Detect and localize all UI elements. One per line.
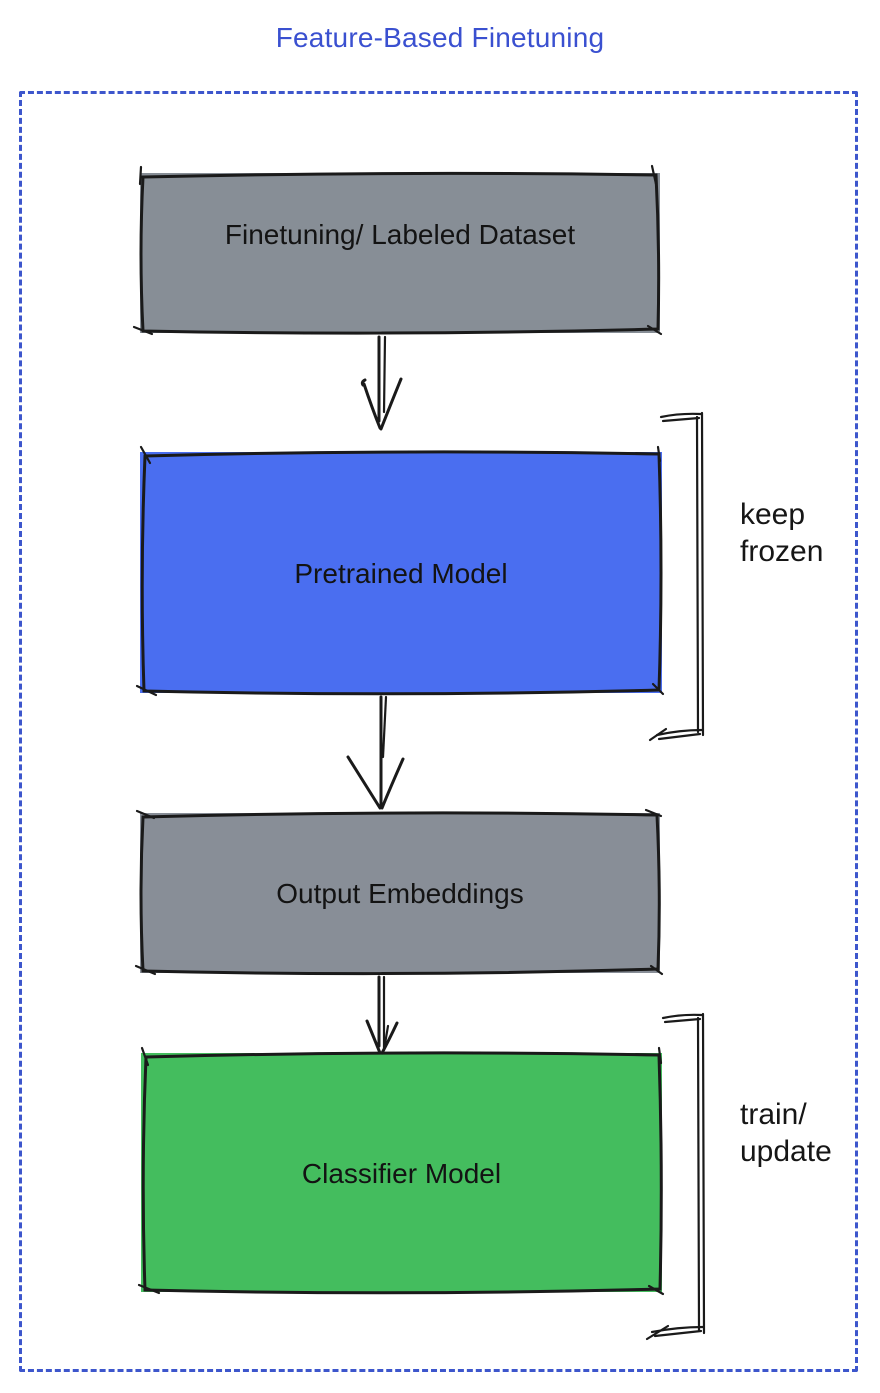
keep-frozen-line1: keep xyxy=(740,498,806,531)
node-output-embeddings-label: Output Embeddings xyxy=(276,878,524,909)
train-update-label: train/ update xyxy=(740,1096,832,1170)
node-classifier-model: Classifier Model xyxy=(141,1053,662,1292)
node-classifier-model-label: Classifier Model xyxy=(301,1157,502,1189)
diagram-title: Feature-Based Finetuning xyxy=(275,22,605,53)
keep-frozen-line2: frozen xyxy=(740,535,824,568)
train-update-line1: train/ xyxy=(740,1098,807,1131)
train-update-line2: update xyxy=(740,1135,832,1168)
node-finetuning-dataset-label: Finetuning/ Labeled Dataset xyxy=(224,219,576,250)
node-output-embeddings: Output Embeddings xyxy=(140,813,660,973)
node-pretrained-model: Pretrained Model xyxy=(140,452,662,693)
keep-frozen-label: keep frozen xyxy=(740,496,823,570)
dotted-frame xyxy=(19,91,858,1372)
node-pretrained-model-label: Pretrained Model xyxy=(294,557,508,589)
node-finetuning-dataset: Finetuning/ Labeled Dataset xyxy=(140,173,660,333)
